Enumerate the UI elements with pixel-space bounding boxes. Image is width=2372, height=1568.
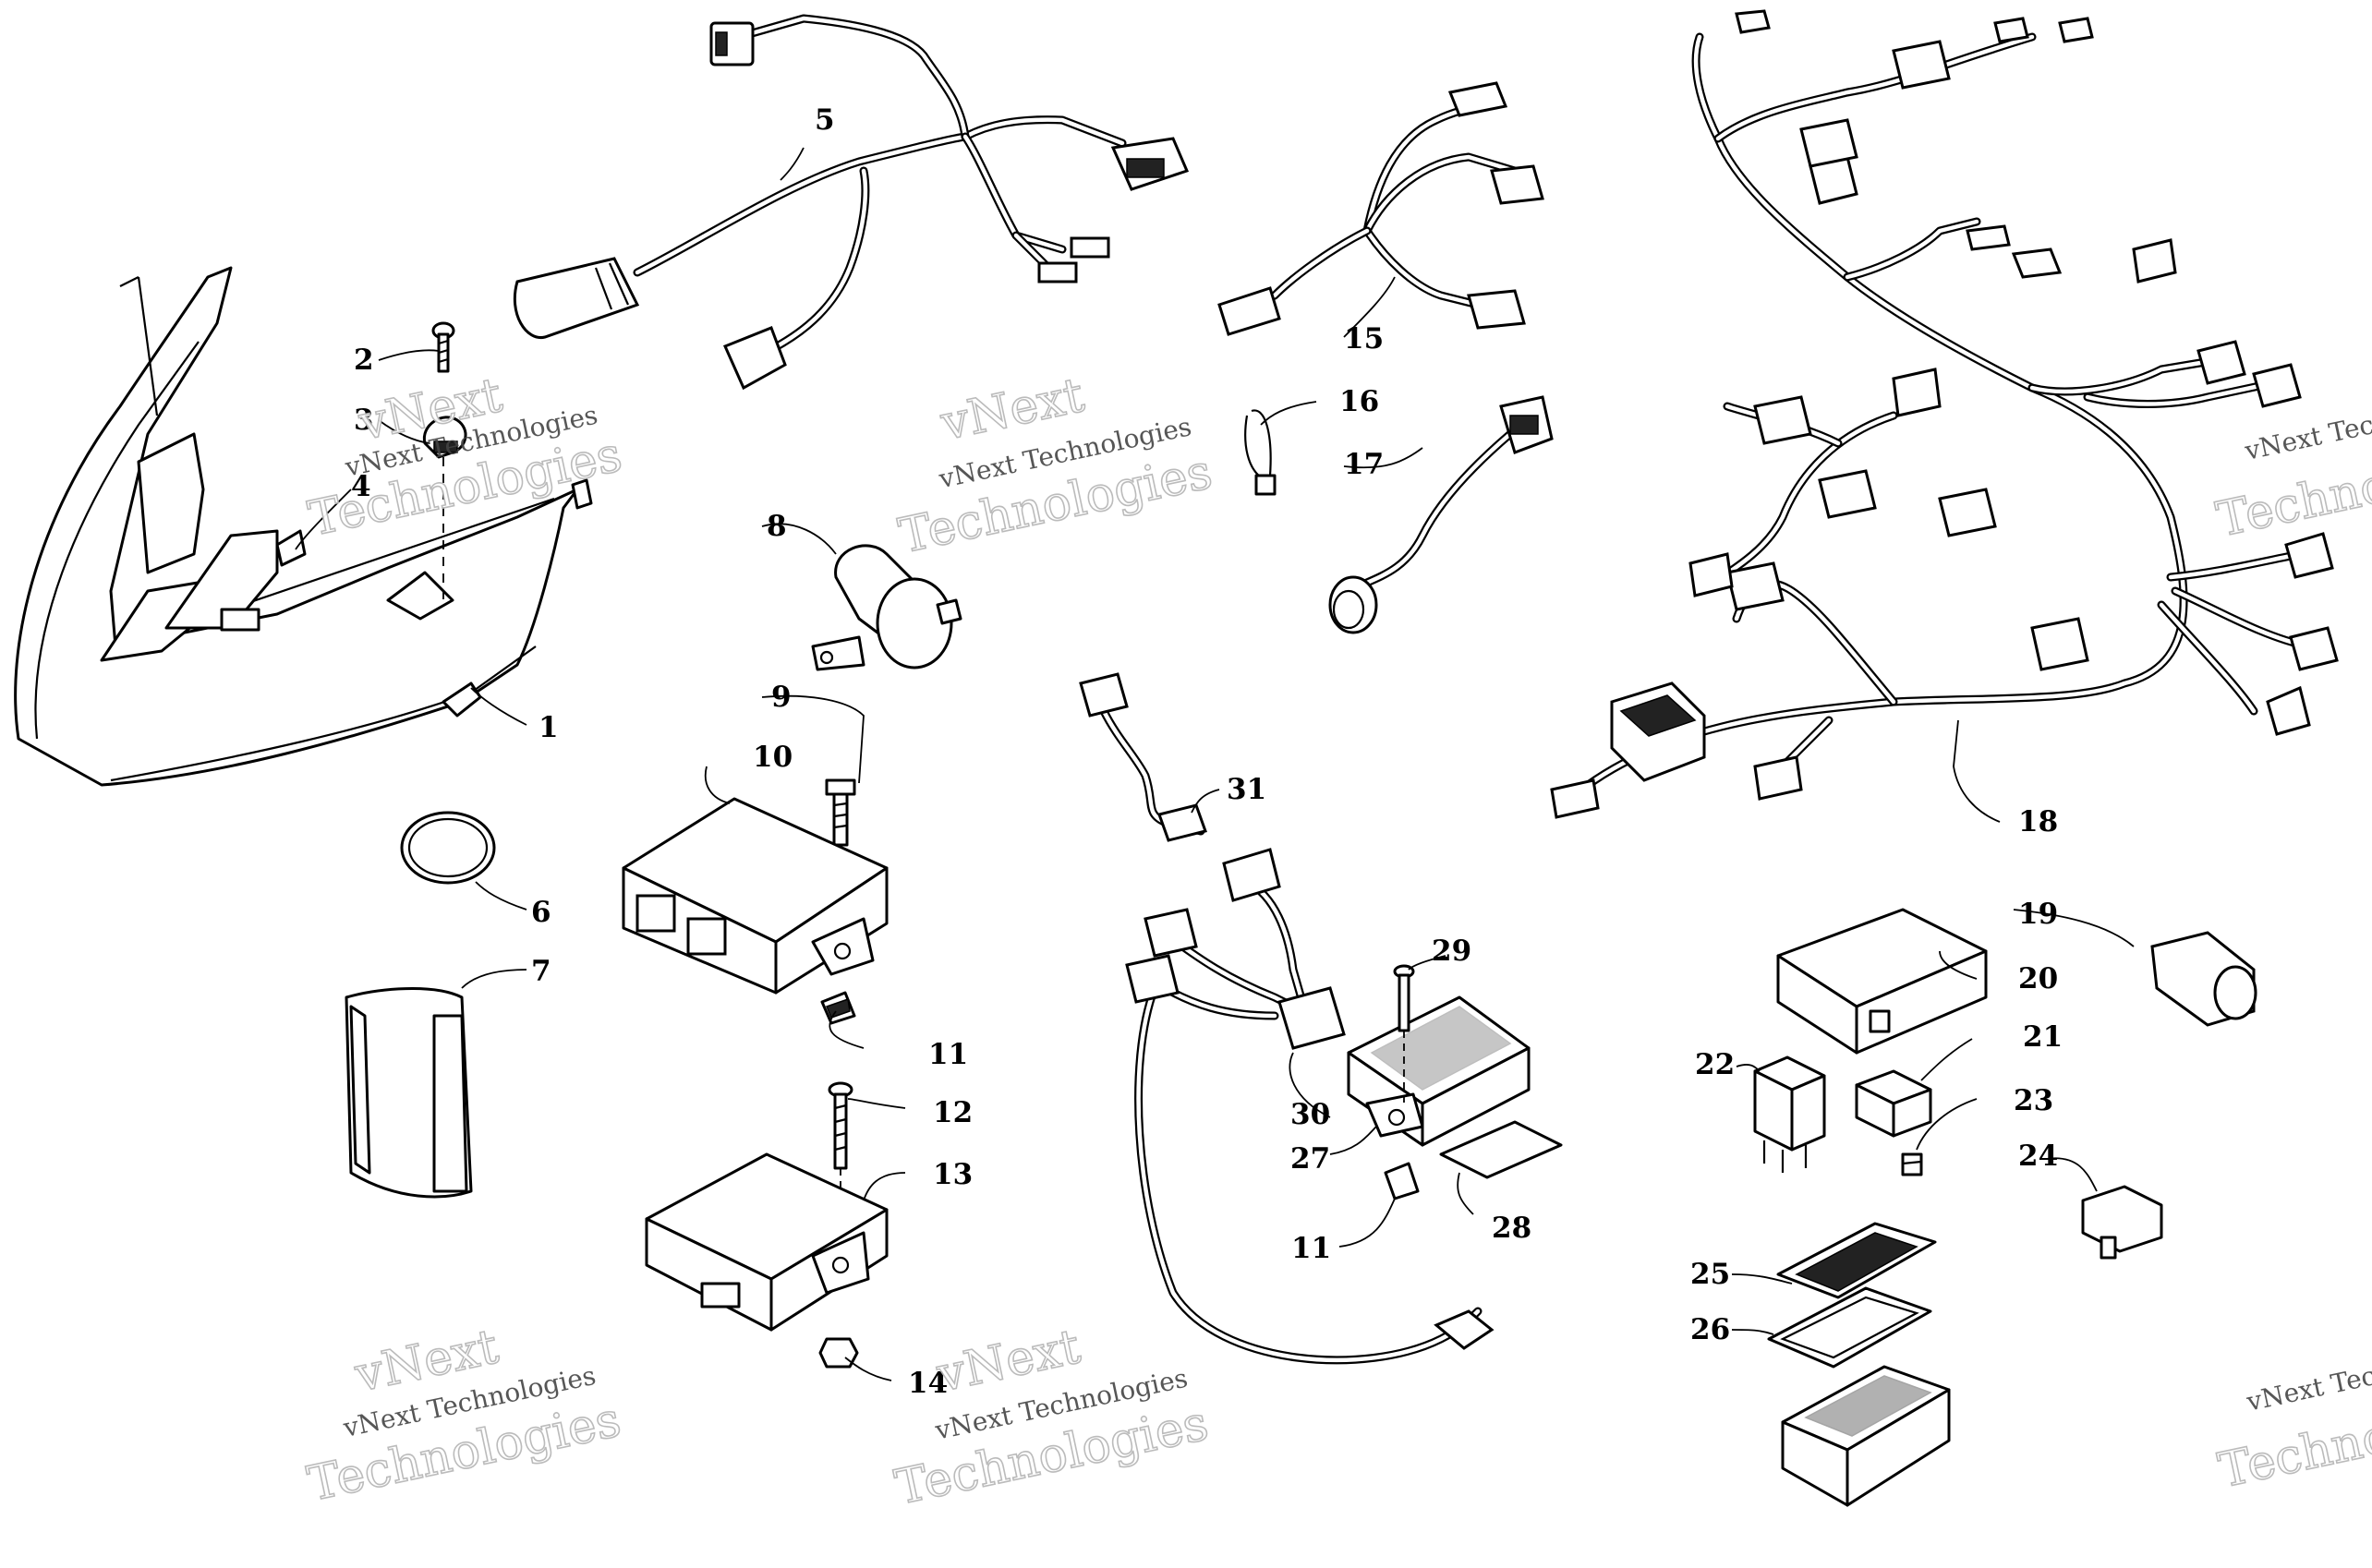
- callout-3: 3: [354, 404, 374, 437]
- callout-27: 27: [1290, 1142, 1330, 1176]
- callout-11a: 11: [928, 1038, 968, 1071]
- callout-8: 8: [767, 510, 787, 543]
- callout-14: 14: [908, 1367, 948, 1400]
- wiring-harness-30-icon: [1125, 908, 1495, 1365]
- callout-1: 1: [539, 711, 559, 744]
- clip-nut-11b-icon: [1384, 1162, 1420, 1200]
- callout-5: 5: [815, 103, 835, 137]
- callout-6: 6: [531, 896, 551, 929]
- fuse-label-icon: [1776, 1222, 1937, 1299]
- wiring-harness-18-icon: [1550, 9, 2339, 819]
- control-module-10-icon: [622, 797, 889, 995]
- bolt-icon: [825, 778, 856, 847]
- gasket-icon: [1767, 1286, 1932, 1369]
- callout-29: 29: [1432, 935, 1471, 968]
- watermark-technologies: Techno: [2214, 1408, 2372, 1499]
- wiring-harness-5-icon: [513, 14, 1190, 391]
- fuse-box-base-icon: [1781, 1365, 1951, 1507]
- callout-4: 4: [351, 470, 371, 503]
- watermark-text: vNext Tec: [2244, 1360, 2372, 1417]
- callout-16: 16: [1339, 385, 1379, 418]
- callout-28: 28: [1492, 1212, 1531, 1245]
- watermark-top-middle: vNext vNext Technologies Technologies: [893, 367, 1217, 565]
- wiring-harness-17-icon: [1328, 395, 1554, 634]
- watermark-technologies: Techno: [2212, 458, 2372, 549]
- screw-icon: [431, 321, 455, 373]
- wiring-harness-31-icon: [1079, 672, 1307, 1007]
- flasher-icon: [811, 544, 962, 671]
- callout-25: 25: [1690, 1258, 1730, 1291]
- callout-20: 20: [2018, 962, 2058, 995]
- control-module-27-icon: [1347, 995, 1531, 1147]
- connector-24-icon: [2081, 1185, 2163, 1260]
- wiring-harness-15-icon: [1217, 81, 1544, 336]
- callout-15: 15: [1344, 322, 1384, 356]
- callout-23: 23: [2014, 1084, 2053, 1117]
- callout-18: 18: [2018, 805, 2058, 838]
- callout-31: 31: [1227, 773, 1266, 806]
- callout-24: 24: [2018, 1140, 2058, 1173]
- connector-19-icon: [2150, 931, 2257, 1027]
- headlight-assembly-icon: [14, 266, 593, 787]
- foam-wrap-icon: [345, 987, 473, 1199]
- clip-nut-icon: [820, 991, 856, 1025]
- control-module-13-icon: [645, 1152, 889, 1332]
- band-clamp-icon: [400, 811, 496, 885]
- callout-17: 17: [1344, 448, 1384, 481]
- relay-icon: [1753, 1055, 1826, 1173]
- watermark-top-left: vNext vNext Technologies Technologies: [303, 367, 627, 548]
- long-bolt-icon: [828, 1081, 853, 1256]
- callout-26: 26: [1690, 1313, 1730, 1346]
- callout-labels: 1 2 3 4 5 6 7 8 9 10 11 12 13 14 15 16 1…: [351, 103, 2063, 1400]
- relay-small-icon: [1855, 1069, 1932, 1138]
- callout-19: 19: [2018, 898, 2058, 931]
- callout-9: 9: [771, 681, 792, 714]
- watermark-top-right: vNext Tec Techno: [2211, 409, 2372, 549]
- callout-13: 13: [933, 1158, 973, 1191]
- watermark-bottom-middle: vNext vNext Technologies Technologies: [890, 1319, 1214, 1517]
- callout-2: 2: [354, 344, 374, 377]
- callout-30: 30: [1290, 1098, 1330, 1131]
- callout-7: 7: [531, 955, 551, 988]
- callout-22: 22: [1695, 1048, 1735, 1081]
- leader-lines: [295, 147, 2135, 1381]
- watermark-text: vNext Tec: [2242, 409, 2372, 466]
- callout-11b: 11: [1291, 1232, 1331, 1265]
- clip-icon: [422, 416, 467, 600]
- decal-28-icon: [1439, 1120, 1563, 1179]
- watermark-bottom-right: vNext Tec Techno: [2213, 1360, 2372, 1500]
- cable-tie-icon: [1244, 409, 1277, 496]
- watermark-bottom-left: vNext vNext Technologies Technologies: [302, 1319, 626, 1514]
- nut-icon: [275, 529, 307, 567]
- callout-10: 10: [753, 741, 793, 774]
- callout-12: 12: [933, 1096, 973, 1129]
- screw-29-icon: [1393, 964, 1415, 1108]
- fuse-box-cover-icon: [1776, 908, 1988, 1055]
- fuse-icon: [1901, 1152, 1923, 1176]
- callout-21: 21: [2023, 1020, 2063, 1054]
